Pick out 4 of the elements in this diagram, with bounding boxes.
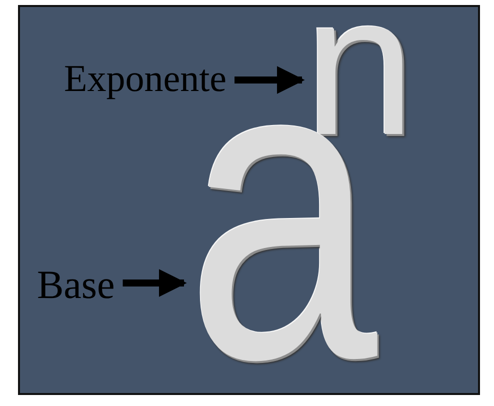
base-label: Base bbox=[37, 262, 115, 308]
exponent-label: Exponente bbox=[64, 58, 227, 102]
arrow bbox=[122, 269, 187, 297]
arrow bbox=[234, 66, 305, 94]
